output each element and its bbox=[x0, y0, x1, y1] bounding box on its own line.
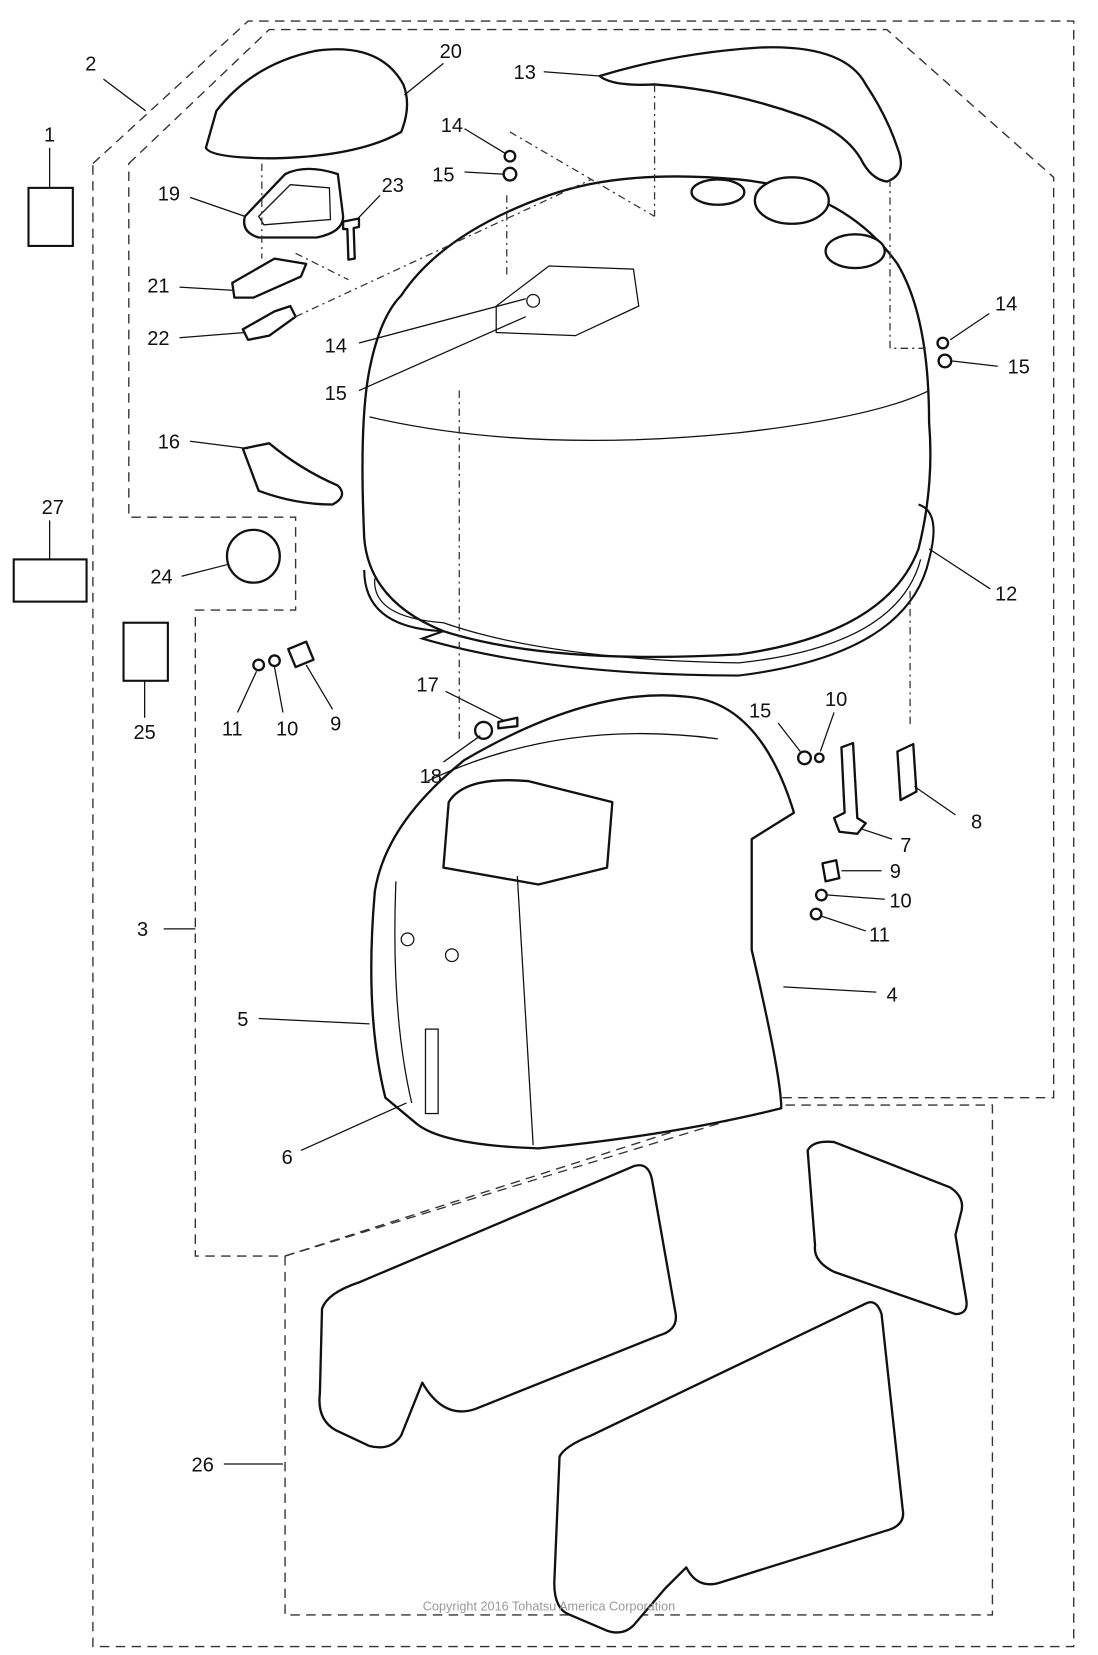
callout-6: 6 bbox=[282, 1147, 293, 1169]
part-16-bracket bbox=[241, 442, 344, 506]
callout-14: 14 bbox=[325, 336, 347, 358]
callout-9: 9 bbox=[890, 861, 901, 883]
callout-17: 17 bbox=[416, 674, 438, 696]
part-5-panel bbox=[394, 881, 413, 1104]
callout-9: 9 bbox=[330, 713, 341, 735]
callout-19: 19 bbox=[158, 184, 180, 206]
part-15-nut bbox=[502, 166, 518, 182]
callout-16: 16 bbox=[158, 432, 180, 454]
part-14-washer bbox=[503, 149, 517, 163]
callout-11: 11 bbox=[222, 719, 243, 741]
callout-labels: 1 2 20 13 14 15 19 23 21 22 14 15 14 15 … bbox=[42, 41, 1030, 1476]
part-25-label-plate bbox=[122, 621, 169, 682]
callout-26: 26 bbox=[192, 1454, 214, 1476]
callout-12: 12 bbox=[995, 584, 1017, 606]
part-22-bracket bbox=[241, 304, 297, 342]
part-8-plate bbox=[896, 742, 918, 802]
top-cowl-housing bbox=[361, 175, 932, 659]
callout-27: 27 bbox=[42, 497, 64, 519]
callout-13: 13 bbox=[514, 62, 536, 84]
part-12-seal bbox=[363, 503, 935, 677]
callout-2: 2 bbox=[85, 54, 96, 76]
callout-10: 10 bbox=[276, 719, 298, 741]
assembly-2-boundary bbox=[92, 20, 1075, 1648]
callout-23: 23 bbox=[382, 175, 404, 197]
copyright-notice: Copyright 2016 Tohatsu America Corporati… bbox=[423, 1600, 675, 1614]
part-13-handle bbox=[598, 46, 903, 183]
callout-4: 4 bbox=[887, 985, 898, 1007]
part-19-gasket bbox=[243, 167, 345, 239]
callout-14: 14 bbox=[441, 115, 463, 137]
callout-1: 1 bbox=[44, 124, 55, 146]
callout-15: 15 bbox=[432, 165, 454, 187]
callout-15: 15 bbox=[325, 383, 347, 405]
part-4-lower-cowl bbox=[370, 694, 796, 1150]
part-21-bracket bbox=[231, 257, 308, 299]
callout-25: 25 bbox=[133, 722, 155, 744]
part-27-label-plate bbox=[12, 558, 88, 603]
decal-set-26-boundary bbox=[284, 1104, 994, 1616]
callout-10: 10 bbox=[825, 689, 847, 711]
part-23-screw bbox=[341, 217, 361, 261]
callout-20: 20 bbox=[440, 41, 462, 63]
callout-8: 8 bbox=[971, 812, 982, 834]
callout-10: 10 bbox=[889, 891, 911, 913]
callout-7: 7 bbox=[900, 835, 911, 857]
callout-14: 14 bbox=[995, 293, 1017, 315]
callout-22: 22 bbox=[147, 328, 169, 350]
callout-15: 15 bbox=[1008, 357, 1030, 379]
part-6-slot bbox=[424, 1028, 439, 1115]
part-26-decal-left bbox=[318, 1164, 678, 1449]
leader-lines bbox=[48, 62, 998, 1465]
callout-15: 15 bbox=[749, 701, 771, 723]
part-20-cover bbox=[204, 48, 409, 160]
callout-11: 11 bbox=[869, 924, 890, 946]
part-1-label-plate bbox=[27, 186, 74, 247]
callout-18: 18 bbox=[420, 766, 442, 788]
part-26-decal-right-top bbox=[806, 1140, 968, 1316]
part-9-collar bbox=[287, 640, 315, 669]
callout-24: 24 bbox=[150, 567, 172, 589]
callout-21: 21 bbox=[147, 275, 169, 297]
callout-5: 5 bbox=[237, 1009, 248, 1031]
callout-3: 3 bbox=[137, 919, 148, 941]
part-26-decal-right-bottom bbox=[553, 1301, 905, 1634]
part-24-plug bbox=[225, 528, 281, 584]
part-7-bracket bbox=[832, 741, 867, 835]
